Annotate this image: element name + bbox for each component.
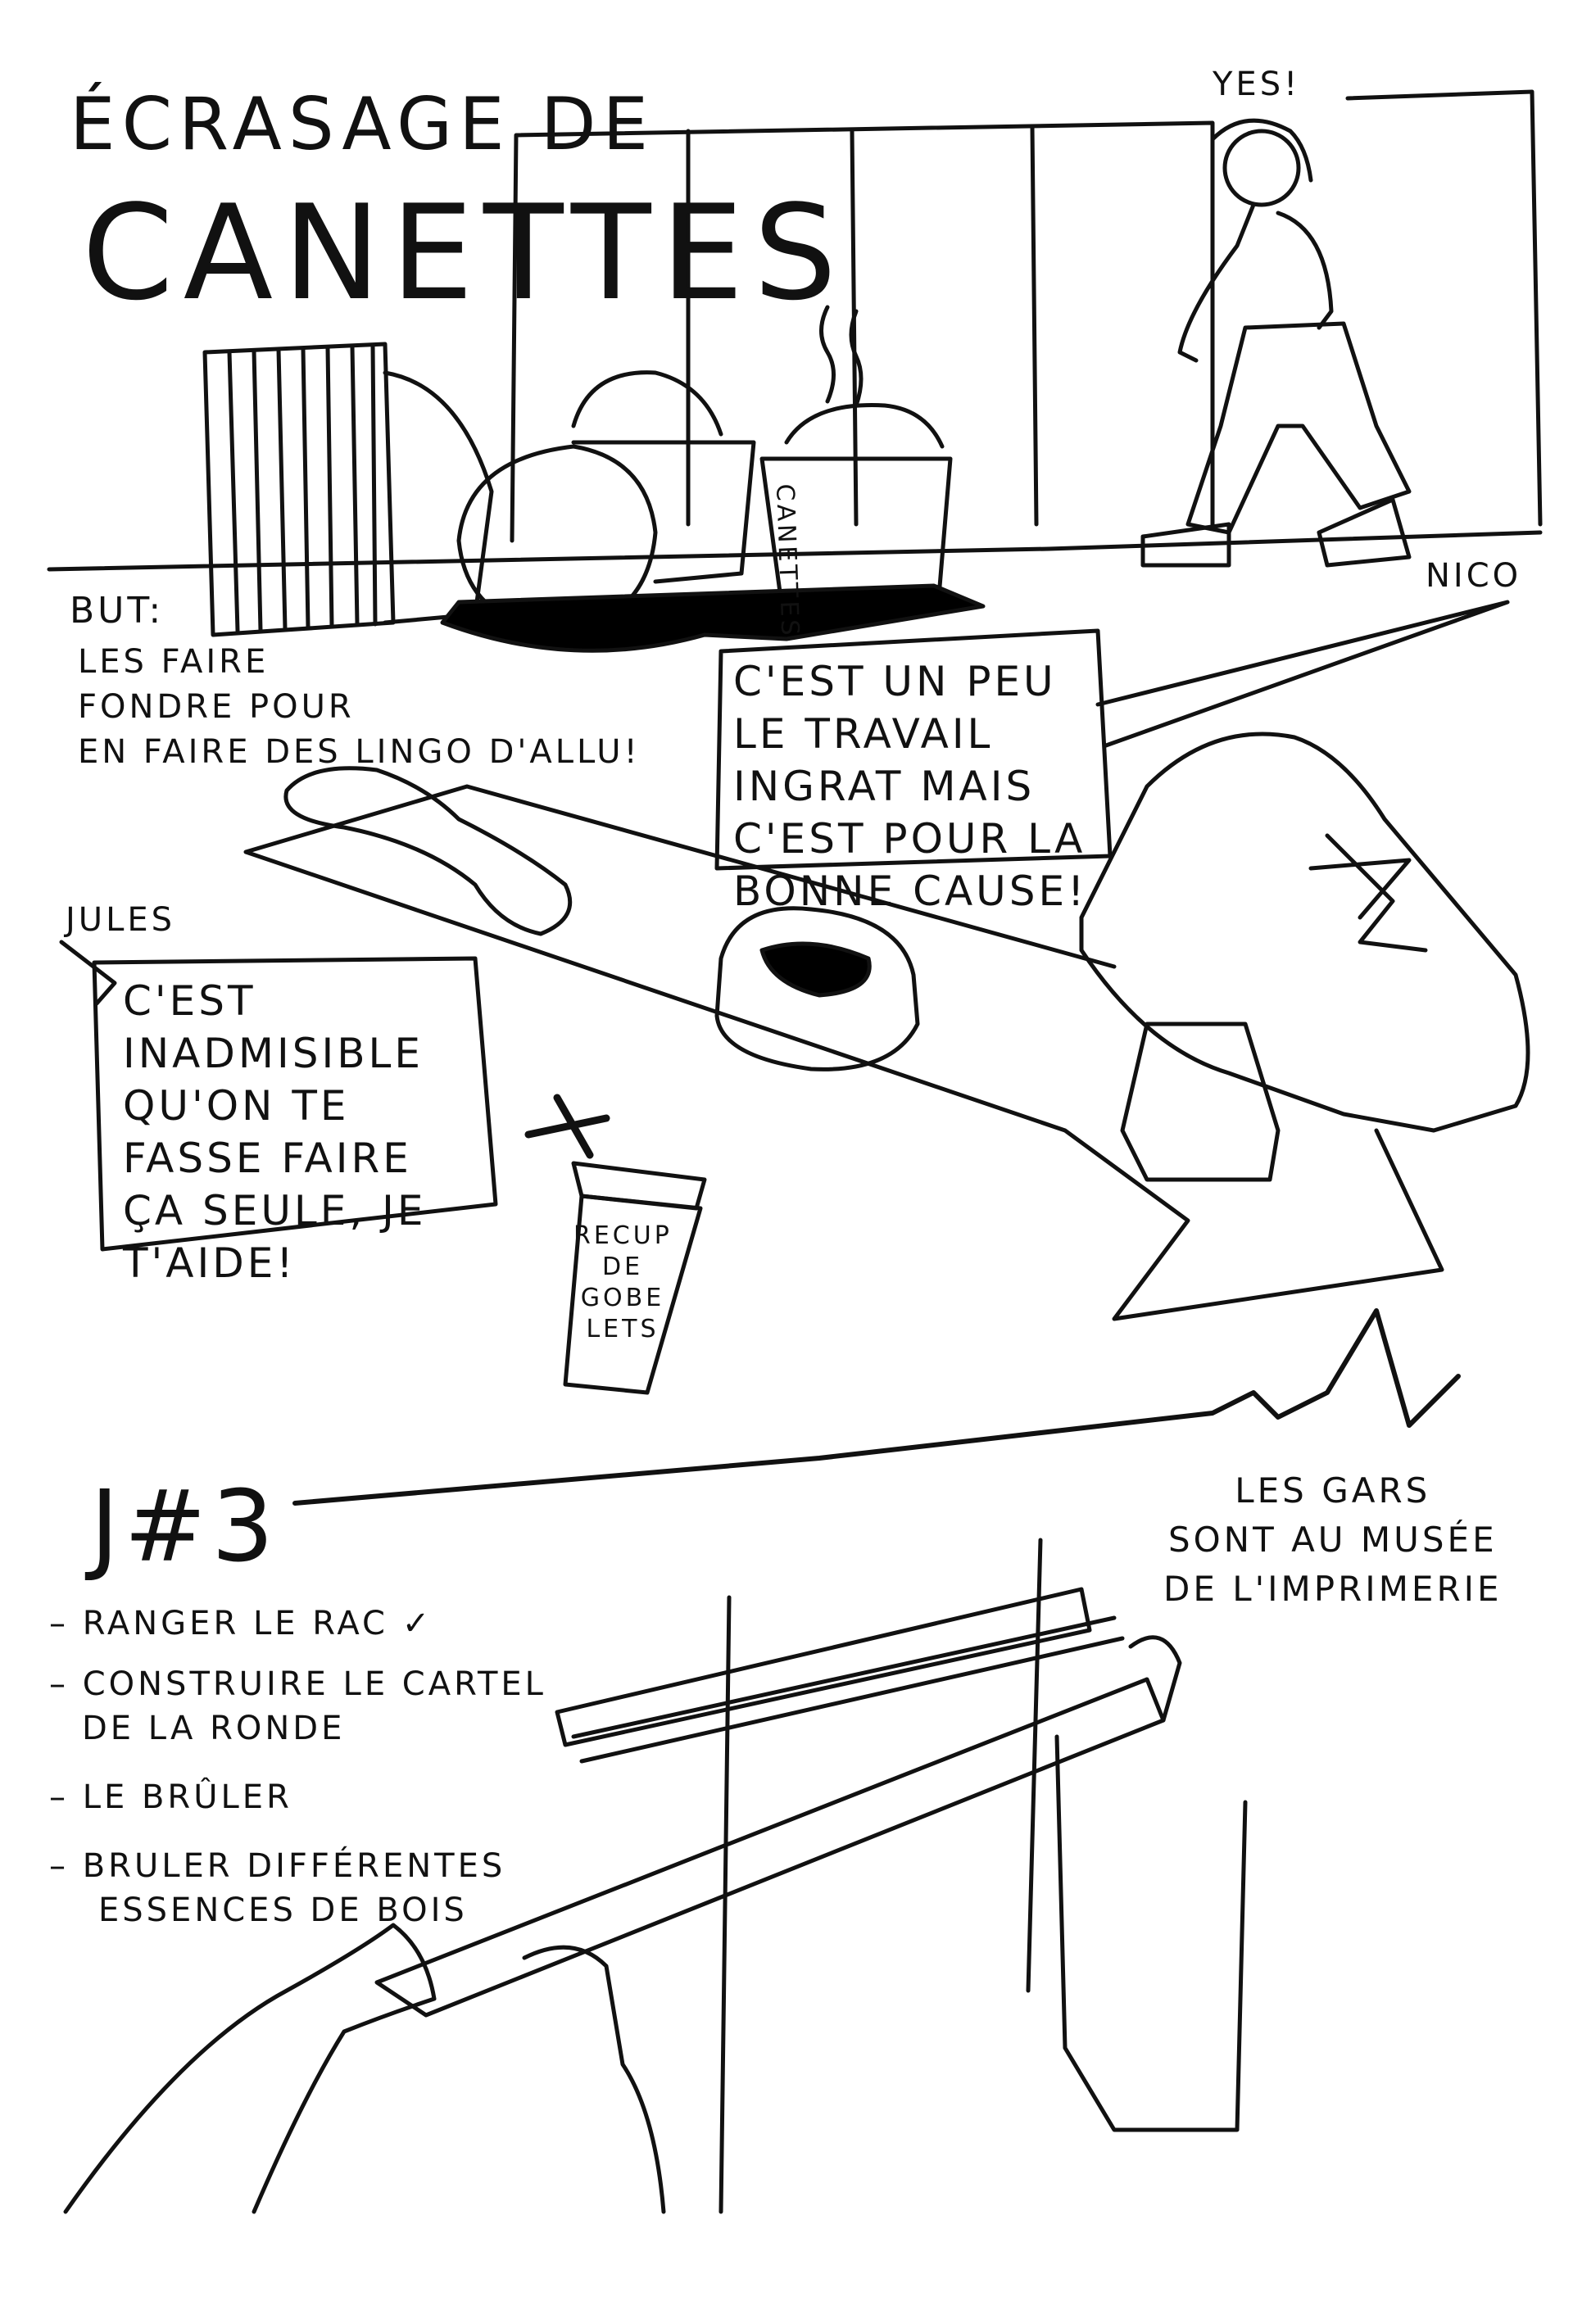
crushing-arrow (243, 784, 1444, 1321)
stomping-boot (1079, 732, 1530, 1182)
goal-label: BUT: (70, 590, 165, 632)
yes-exclamation: YES! (1213, 66, 1301, 103)
note-line-1: LES GARS (1235, 1470, 1431, 1511)
todo-item-4: – BRULER DIFFÉRENTES (49, 1847, 506, 1885)
striped-bag (202, 342, 494, 637)
todo-item-2: – CONSTRUIRE LE CARTEL (49, 1665, 546, 1703)
jules-bubble-frame (59, 940, 498, 1252)
cup-label-line-2: DE (601, 1253, 644, 1281)
todo-item-1: – RANGER LE RAC ✓ (49, 1605, 433, 1642)
goal-line-2: FONDRE POUR (78, 688, 355, 726)
todo-item-3: – LE BRÛLER (49, 1778, 292, 1816)
nico-speech: C'EST UN PEU LE TRAVAIL INGRAT MAIS C'ES… (733, 658, 1088, 915)
plus-sign (524, 1094, 610, 1159)
todo-item-4b: ESSENCES DE BOIS (98, 1891, 468, 1929)
day-label: J#3 (90, 1470, 279, 1584)
goal-line-3: EN FAIRE DES LINGO D'ALLU! (78, 733, 641, 771)
note-text: LES GARS SONT AU MUSÉE DE L'IMPRIMERIE (1163, 1466, 1503, 1614)
title-line2: CANETTES (82, 176, 847, 329)
fence-wall (47, 89, 1543, 572)
trash-bags (440, 370, 986, 653)
jules-speech: C'EST INADMISIBLE QU'ON TE FASSE FAIRE Ç… (123, 977, 427, 1287)
note-line-3: DE L'IMPRIMERIE (1163, 1569, 1503, 1609)
goal-line-1: LES FAIRE (78, 643, 270, 681)
character-name-nico: NICO (1426, 557, 1522, 595)
timeline-line (292, 1308, 1461, 1506)
cup-label: RECUP DE GOBE LETS (573, 1221, 672, 1345)
note-line-2: SONT AU MUSÉE (1167, 1520, 1498, 1560)
coffee-cup (563, 1161, 707, 1395)
todo-list: – RANGER LE RAC ✓ – CONSTRUIRE LE CARTEL… (49, 1601, 546, 1932)
character-name-jules: JULES (66, 901, 176, 939)
heat-lines (819, 305, 864, 408)
nico-figure (1140, 118, 1412, 568)
wooden-rack (374, 1538, 1248, 2214)
hands (63, 1635, 1182, 2214)
title-line1: ÉCRASAGE DE (70, 82, 655, 166)
cup-label-line-1: RECUP (573, 1221, 673, 1250)
todo-item-2b: DE LA RONDE (82, 1710, 346, 1747)
cup-label-line-4: LETS (586, 1315, 660, 1343)
bin-label: CANETTES (770, 483, 805, 640)
crushed-cans (283, 766, 920, 1071)
cup-label-line-3: GOBE (580, 1284, 665, 1312)
